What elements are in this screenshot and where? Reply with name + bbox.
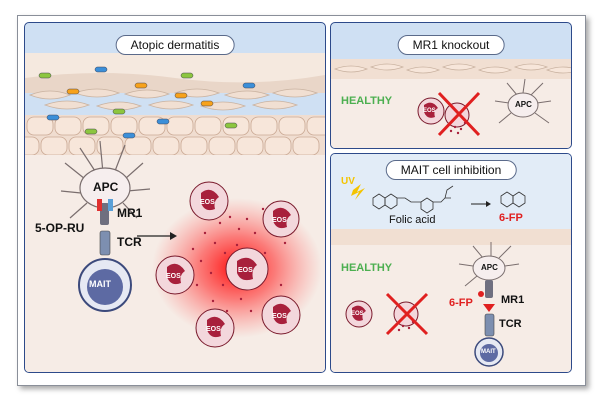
apc-label: APC — [93, 180, 119, 194]
mait-cell — [78, 258, 132, 312]
panel-title-knockout: MR1 knockout — [397, 35, 505, 55]
eos-label: EOS — [351, 311, 364, 317]
eos-label: EOS — [272, 313, 287, 320]
apc-label: APC — [515, 100, 532, 109]
apc-cell — [60, 140, 151, 219]
folic-acid-label: Folic acid — [389, 214, 436, 226]
lightning-icon — [351, 184, 365, 200]
red-x — [437, 91, 481, 137]
apc-cell — [494, 78, 552, 124]
eos-label: EOS — [238, 267, 253, 274]
ligand-label: 5-OP-RU — [35, 221, 85, 235]
tcr-label: TCR — [499, 318, 522, 330]
mr1-knockout-illustration — [331, 59, 571, 148]
6fp-product-label: 6-FP — [499, 212, 523, 224]
mr1-knockout-panel: MR1 knockout HEALTHY APC EOS — [330, 22, 572, 149]
mait-inhibition-panel: MAIT cell inhibition UV Folic acid 6-FP … — [330, 153, 572, 373]
mr1-label: MR1 — [501, 294, 525, 306]
atopic-dermatitis-illustration — [25, 53, 325, 372]
mait-label: MAIT — [481, 349, 496, 355]
red-x — [385, 292, 429, 336]
mr1-label: MR1 — [117, 206, 143, 220]
eos-label: EOS — [423, 108, 436, 114]
healthy-label: HEALTHY — [341, 262, 393, 274]
folic-acid-structure — [372, 185, 454, 214]
apc-label: APC — [481, 263, 498, 272]
eos-label: EOS — [206, 326, 221, 333]
atopic-dermatitis-panel: Atopic dermatitis APC MR1 5-OP-RU TCR MA… — [24, 22, 326, 373]
mait-label: MAIT — [89, 279, 111, 289]
panel-title-inhibition: MAIT cell inhibition — [385, 160, 517, 180]
6fp-inhibitor-label: 6-FP — [449, 297, 473, 309]
eos-label: EOS — [166, 273, 181, 280]
6fp-structure — [500, 191, 526, 208]
tcr-label: TCR — [117, 235, 142, 249]
eos-label: EOS — [272, 217, 287, 224]
bacteria — [38, 66, 256, 139]
uv-label: UV — [341, 176, 355, 187]
healthy-label: HEALTHY — [341, 95, 393, 107]
apc-cell — [458, 242, 520, 287]
eos-label: EOS — [200, 199, 215, 206]
panel-title-atopic: Atopic dermatitis — [115, 35, 235, 55]
